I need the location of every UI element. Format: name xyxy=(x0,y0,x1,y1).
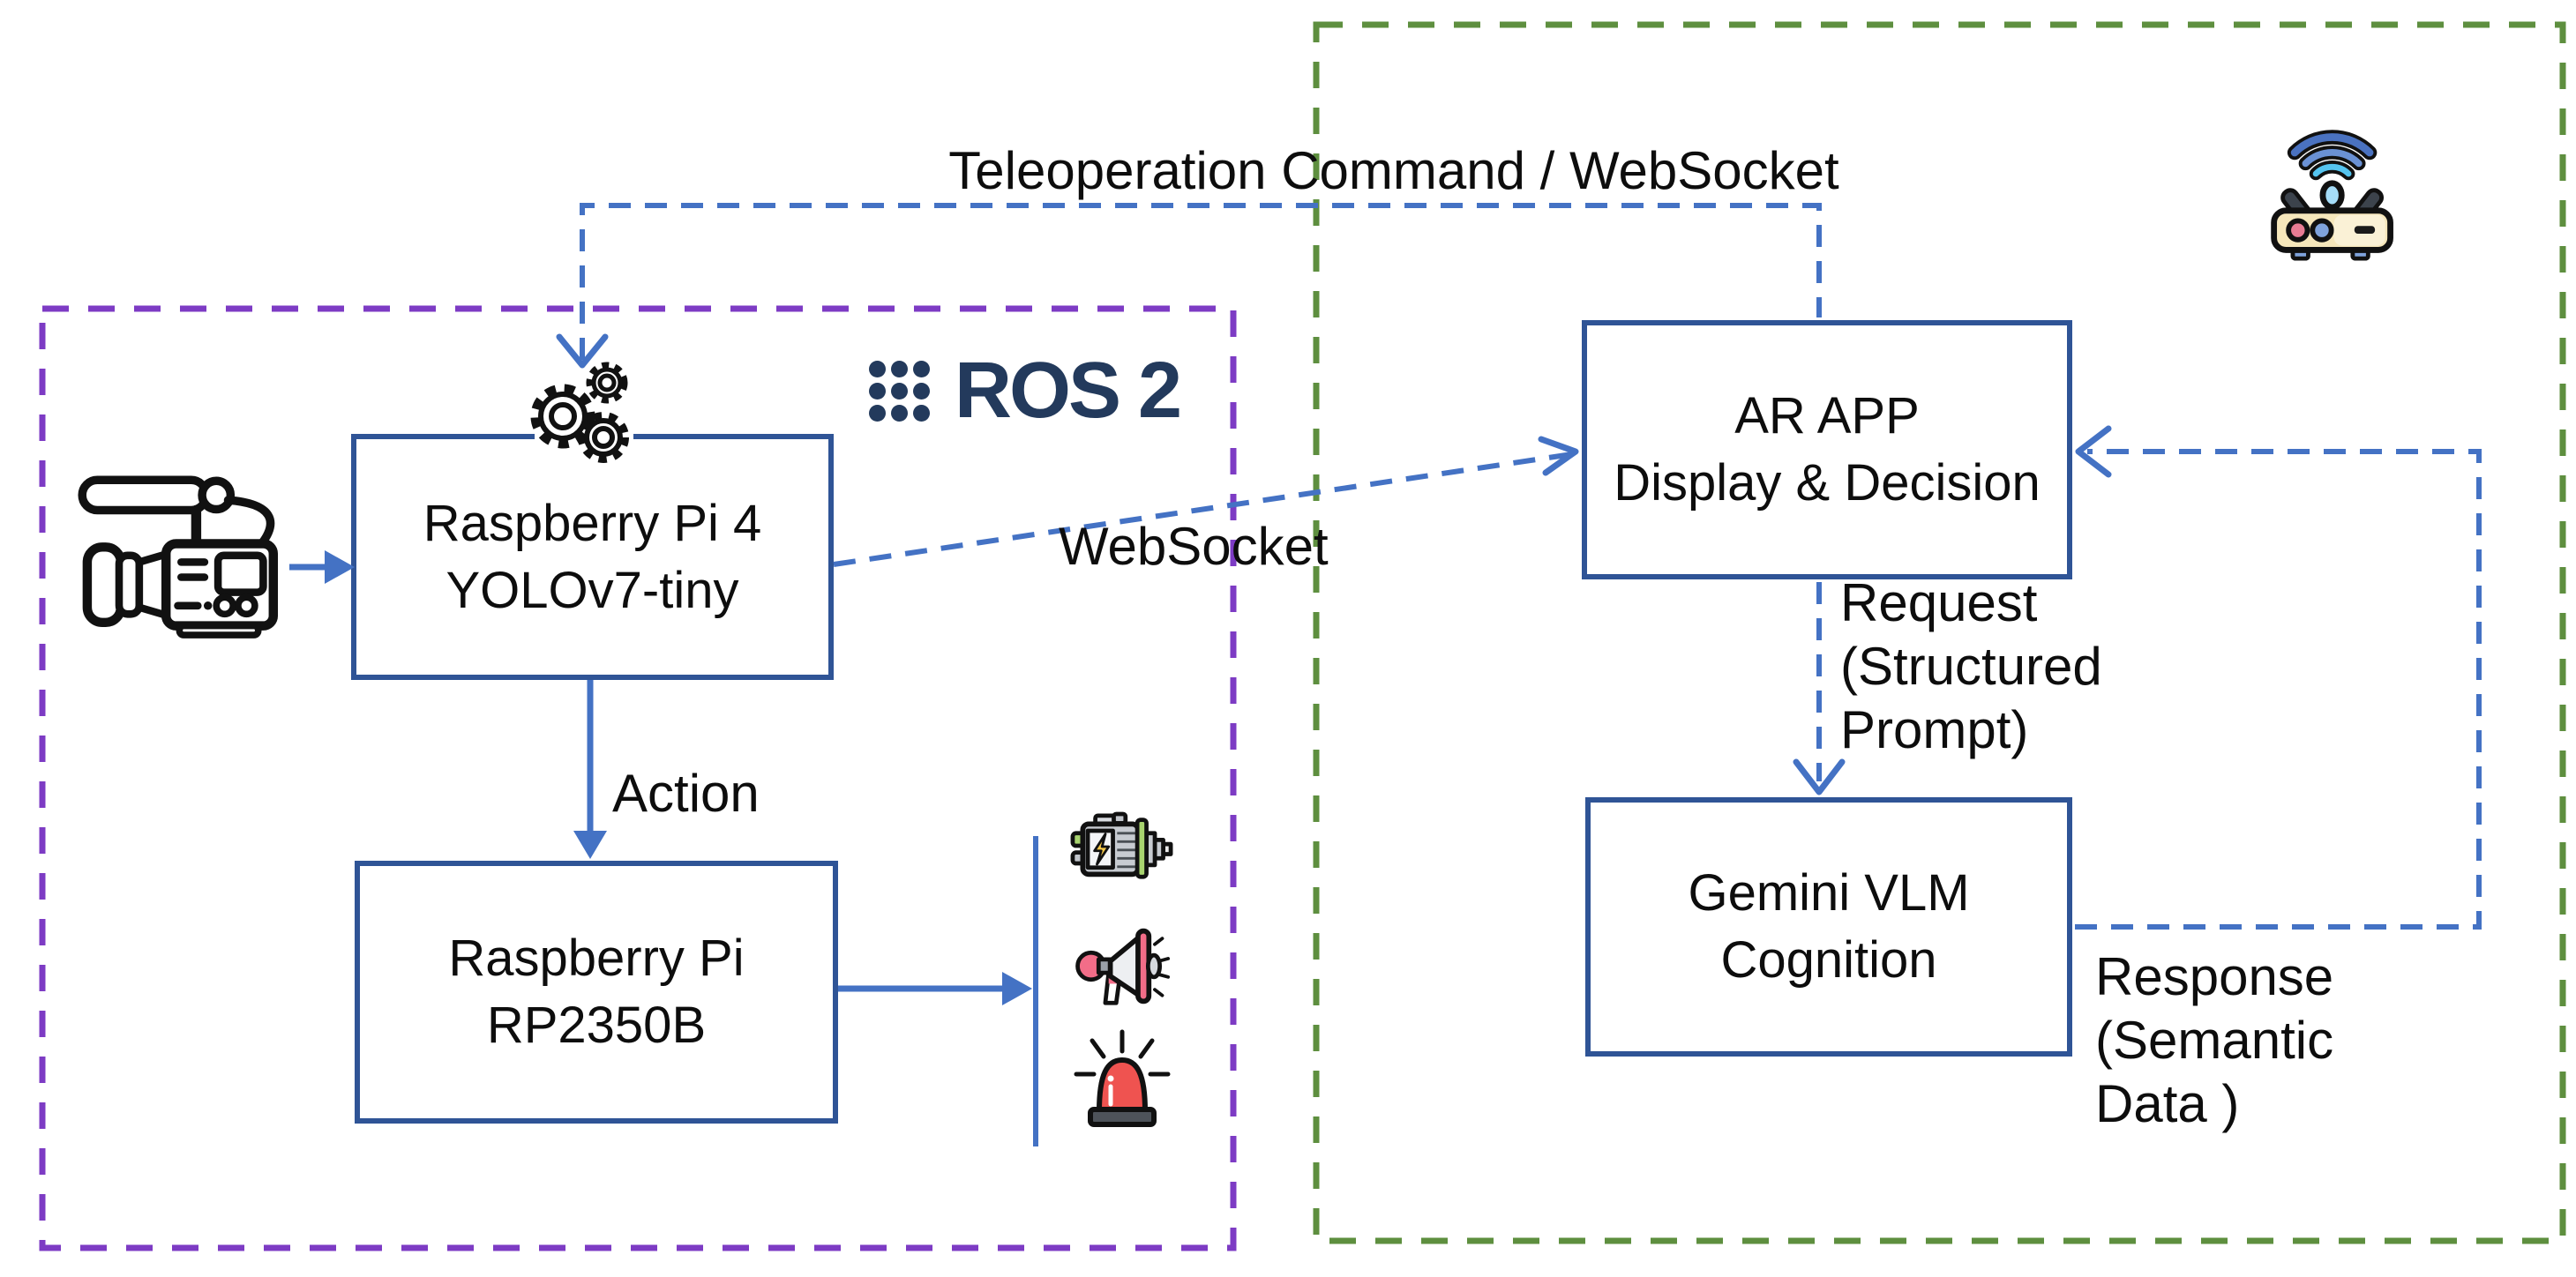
node-label-line: RP2350B xyxy=(486,997,707,1054)
node-label-line: YOLOv7-tiny xyxy=(446,561,739,619)
response-connector xyxy=(2075,425,2482,930)
node-label-line: Raspberry Pi xyxy=(448,930,745,987)
video-camera-icon xyxy=(78,475,279,638)
actuator-arrow xyxy=(838,972,1032,1005)
request-edge-label: Request (Structured Prompt) xyxy=(1840,571,2102,762)
siren-icon xyxy=(1074,1029,1171,1127)
node-label-line: Display & Decision xyxy=(1614,454,2041,512)
teleoperation-edge-label: Teleoperation Command / WebSocket xyxy=(948,141,1839,200)
wifi-router-icon xyxy=(2271,130,2393,261)
node-label-line: Raspberry Pi 4 xyxy=(423,494,762,552)
response-label-line: Data ) xyxy=(2095,1074,2240,1133)
websocket-edge-label: WebSocket xyxy=(1059,517,1329,576)
ros2-dots-icon xyxy=(869,361,930,422)
ros2-logo: ROS 2 xyxy=(869,347,1182,435)
node-raspberry-pi-rp2350b: Raspberry Pi RP2350B xyxy=(355,861,838,1124)
electric-motor-icon xyxy=(1070,811,1173,879)
node-label-line: Gemini VLM xyxy=(1688,864,1970,922)
camera-arrow xyxy=(289,550,355,584)
request-label-line: (Structured xyxy=(1840,637,2102,696)
node-label-line: AR APP xyxy=(1734,387,1920,444)
response-edge-label: Response (Semantic Data ) xyxy=(2095,945,2333,1136)
megaphone-icon xyxy=(1075,928,1171,1005)
response-label-line: Response xyxy=(2095,947,2334,1006)
request-label-line: Prompt) xyxy=(1840,700,2029,759)
node-gemini-vlm: Gemini VLM Cognition xyxy=(1585,797,2072,1057)
response-label-line: (Semantic xyxy=(2095,1011,2334,1070)
request-connector xyxy=(1793,582,1846,795)
ros2-logo-text: ROS 2 xyxy=(955,347,1182,435)
node-label-line: Cognition xyxy=(1720,931,1937,989)
action-arrow xyxy=(573,680,607,859)
request-label-line: Request xyxy=(1840,573,2038,632)
action-edge-label: Action xyxy=(612,764,760,823)
node-ar-app: AR APP Display & Decision xyxy=(1582,320,2072,579)
node-raspberry-pi4: Raspberry Pi 4 YOLOv7-tiny xyxy=(351,434,834,680)
